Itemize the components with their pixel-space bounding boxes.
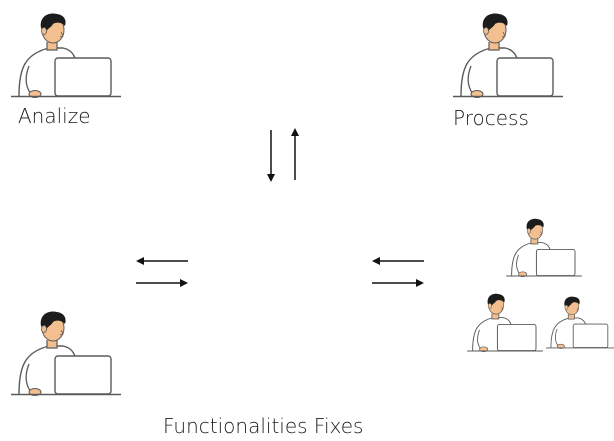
team-member-icon-right [546, 296, 614, 349]
person-at-laptop-icon-process [452, 12, 564, 98]
arrow-down-icon [267, 130, 275, 182]
analize-label: Analize [18, 104, 91, 128]
team-member-icon-left [466, 293, 544, 352]
process-label: Process [453, 106, 529, 130]
team-member-icon-top [505, 218, 583, 277]
vertical-arrow-pair [267, 128, 299, 182]
left-arrow-pair [136, 257, 188, 287]
arrow-right-icon [372, 279, 424, 287]
team-at-laptops-icon [466, 218, 614, 352]
person-at-laptop-icon-analize [10, 12, 122, 98]
functionalities-fixes-label: Functionalities Fixes [163, 414, 364, 438]
right-arrow-pair [372, 257, 424, 287]
arrow-left-icon [136, 257, 188, 265]
arrow-right-icon [136, 279, 188, 287]
arrow-left-icon [372, 257, 424, 265]
person-at-laptop-icon-fixes [10, 310, 122, 396]
arrow-up-icon [291, 128, 299, 180]
